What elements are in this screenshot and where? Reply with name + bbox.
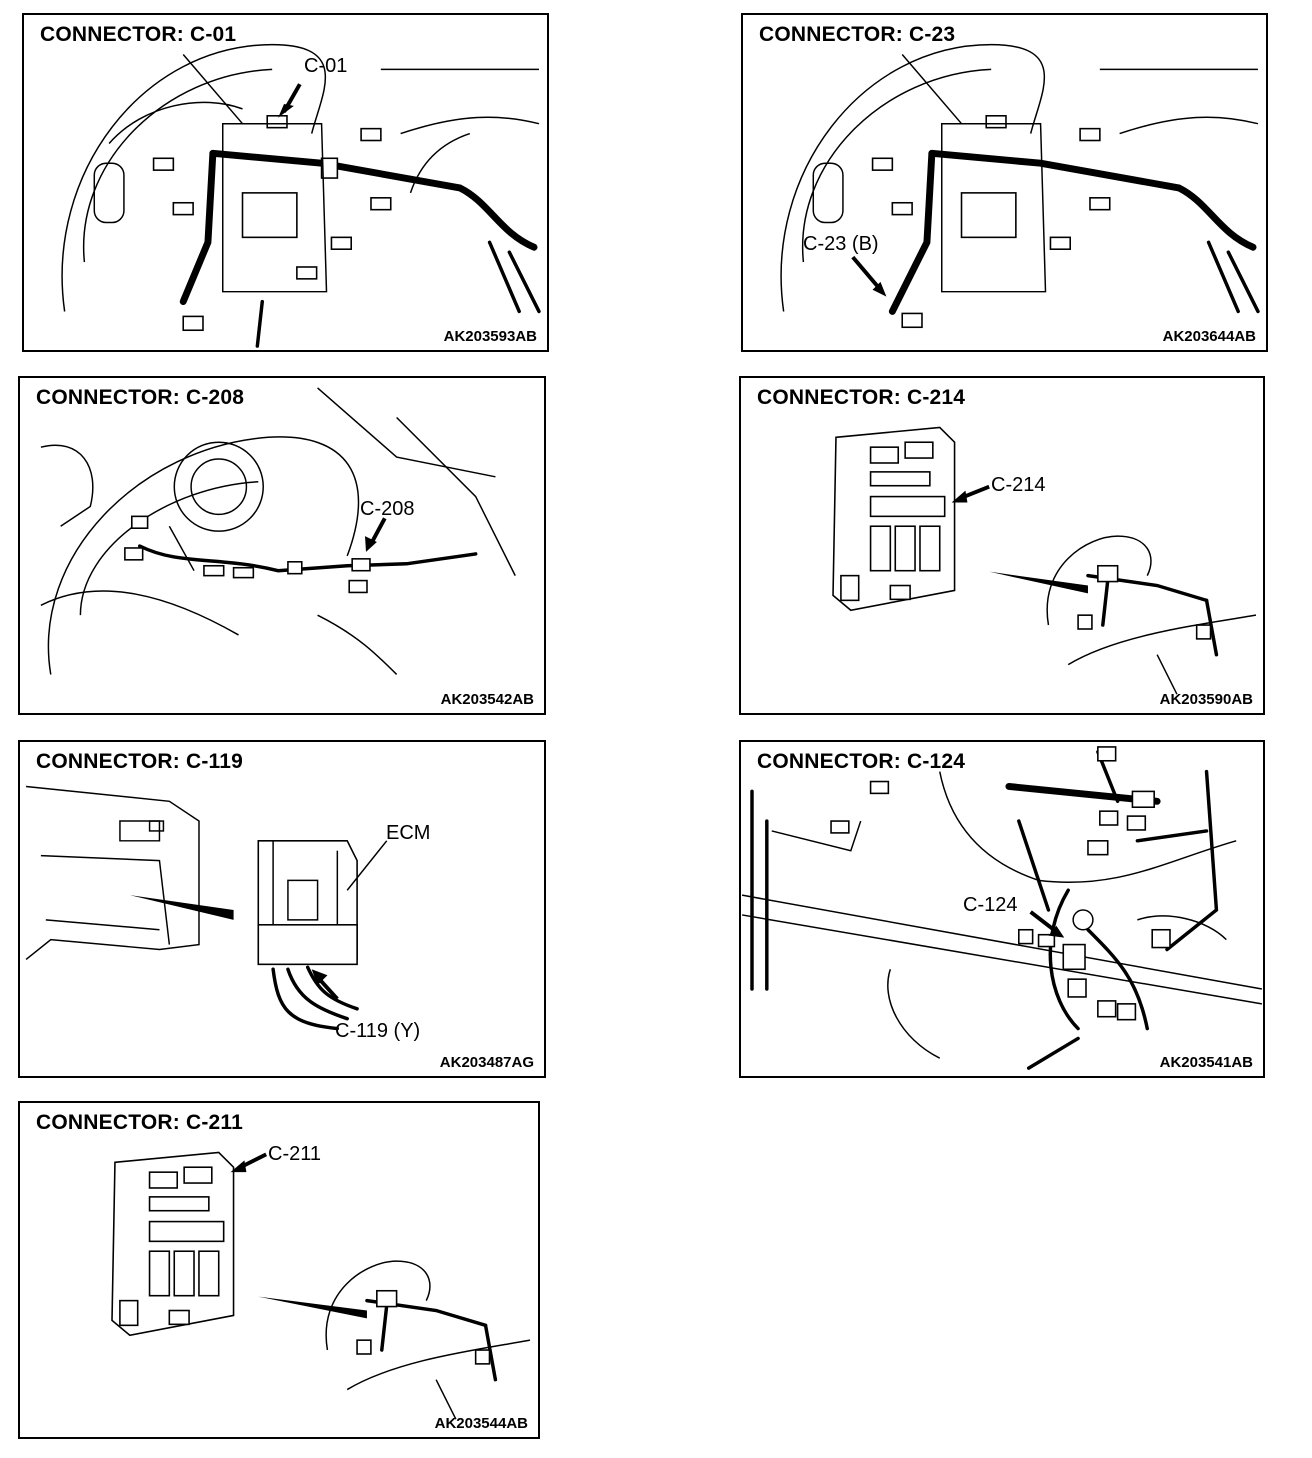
panel-connector-c208: CONNECTOR: C-208 C-208 AK203542AB [18, 376, 546, 715]
panel-title: CONNECTOR: C-119 [36, 750, 244, 773]
panel-connector-c211: CONNECTOR: C-211 C-211 AK203544AB [18, 1101, 540, 1439]
figure-code: AK203593AB [443, 328, 537, 345]
callout-label: C-208 [360, 498, 415, 520]
panel-title: CONNECTOR: C-23 [759, 23, 956, 46]
steering-column-illustration [40, 387, 516, 675]
panel-connector-c23: CONNECTOR: C-23 C-23 (B) AK203644AB [741, 13, 1268, 352]
figure-code: AK203590AB [1159, 691, 1253, 708]
figure-code: AK203544AB [434, 1415, 528, 1432]
callout-label: C-23 (B) [803, 233, 879, 255]
figure-code: AK203542AB [440, 691, 534, 708]
figure-code: AK203487AG [439, 1054, 534, 1071]
dashboard-wiring-illustration [780, 43, 1260, 329]
callout-label: C-211 [268, 1143, 321, 1165]
figure-code: AK203541AB [1159, 1054, 1253, 1071]
callout-label: C-214 [991, 474, 1046, 496]
panel-title: CONNECTOR: C-211 [36, 1111, 244, 1134]
panel-title: CONNECTOR: C-208 [36, 386, 245, 409]
junction-block-illustration [111, 1151, 531, 1420]
junction-block-illustration [832, 426, 1257, 695]
panel-connector-c214: CONNECTOR: C-214 C-214 AK203590AB [739, 376, 1265, 715]
panel-connector-c01: CONNECTOR: C-01 C-01 AK203593AB [22, 13, 549, 352]
panel-connector-c119: CONNECTOR: C-119 ECM C-119 (Y) AK203487A… [18, 740, 546, 1078]
under-dash-wiring-illustration [741, 746, 1263, 1070]
dashboard-wiring-illustration [61, 43, 541, 348]
callout-label: C-124 [963, 894, 1018, 916]
callout-label: C-01 [304, 55, 348, 77]
panel-connector-c124: CONNECTOR: C-124 C-124 AK203541AB [739, 740, 1265, 1078]
callout-label-c119: C-119 (Y) [335, 1020, 421, 1042]
figure-code: AK203644AB [1162, 328, 1256, 345]
ecm-connector-illustration [25, 785, 388, 1031]
panel-title: CONNECTOR: C-01 [40, 23, 237, 46]
panel-title: CONNECTOR: C-124 [757, 750, 966, 773]
callout-label-ecm: ECM [386, 822, 431, 844]
panel-title: CONNECTOR: C-214 [757, 386, 966, 409]
